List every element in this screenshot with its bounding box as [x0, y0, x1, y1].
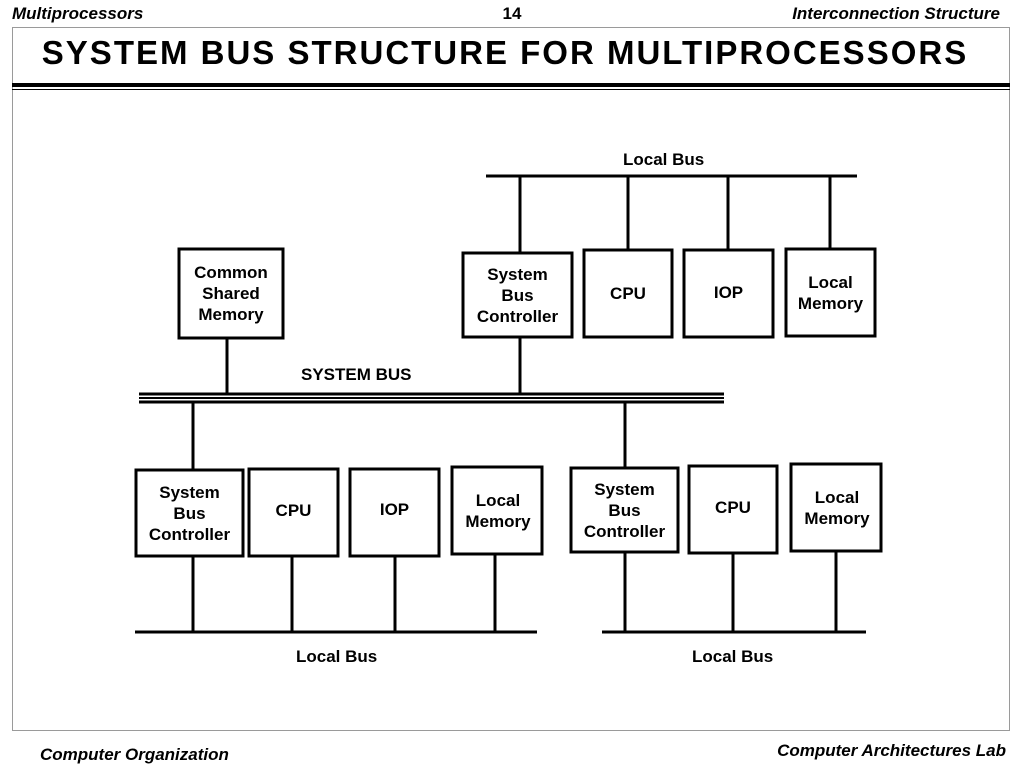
top-iop-box: [682, 248, 775, 339]
top-bus-controller-box: [461, 251, 574, 339]
bl-iop-box: [348, 467, 441, 558]
top-local-memory-label: Local Memory: [797, 272, 864, 313]
bl-cpu-label: CPU: [275, 501, 312, 520]
top-local-memory-box: [784, 247, 877, 338]
title-rule-thick: [12, 83, 1010, 87]
bottom-right-local-bus-label: Local Bus: [692, 647, 774, 666]
br-local-memory-box: [789, 462, 883, 553]
title-rule-thin: [12, 89, 1010, 90]
br-cpu-box: [687, 464, 779, 555]
bl-cpu-box: [247, 467, 340, 558]
top-cpu-label: CPU: [610, 284, 646, 303]
shared-memory-label: Common Shared Memory: [194, 263, 268, 324]
footer-course: Computer Organization: [40, 745, 229, 764]
bl-bus-controller-box: [134, 468, 245, 558]
system-bus-label: SYSTEM BUS: [301, 365, 412, 384]
top-local-bus-label: Local Bus: [623, 150, 705, 169]
br-cpu-label: CPU: [715, 498, 751, 517]
top-iop-label: IOP: [713, 283, 744, 302]
bl-local-memory-box: [450, 465, 544, 556]
footer-lab: Computer Architectures Lab: [777, 741, 1006, 760]
bl-bus-controller-label: System Bus Controller: [148, 482, 231, 544]
header-section: Interconnection Structure: [792, 4, 1000, 23]
bottom-left-local-bus-label: Local Bus: [296, 647, 378, 666]
bl-iop-label: IOP: [379, 500, 410, 519]
br-bus-controller-box: [569, 466, 680, 554]
bl-local-memory-label: Local Memory: [465, 490, 531, 531]
br-local-memory-label: Local Memory: [804, 487, 870, 528]
shared-memory-box: [177, 247, 285, 340]
top-cpu-box: [582, 248, 674, 339]
top-bus-controller-label: System Bus Controller: [476, 264, 559, 326]
header-chapter: Multiprocessors: [12, 4, 144, 23]
slide-frame: [12, 27, 1010, 731]
br-bus-controller-label: System Bus Controller: [583, 479, 666, 541]
slide-title: SYSTEM BUS STRUCTURE FOR MULTIPROCESSORS: [41, 34, 969, 71]
page-number: 14: [502, 4, 522, 23]
